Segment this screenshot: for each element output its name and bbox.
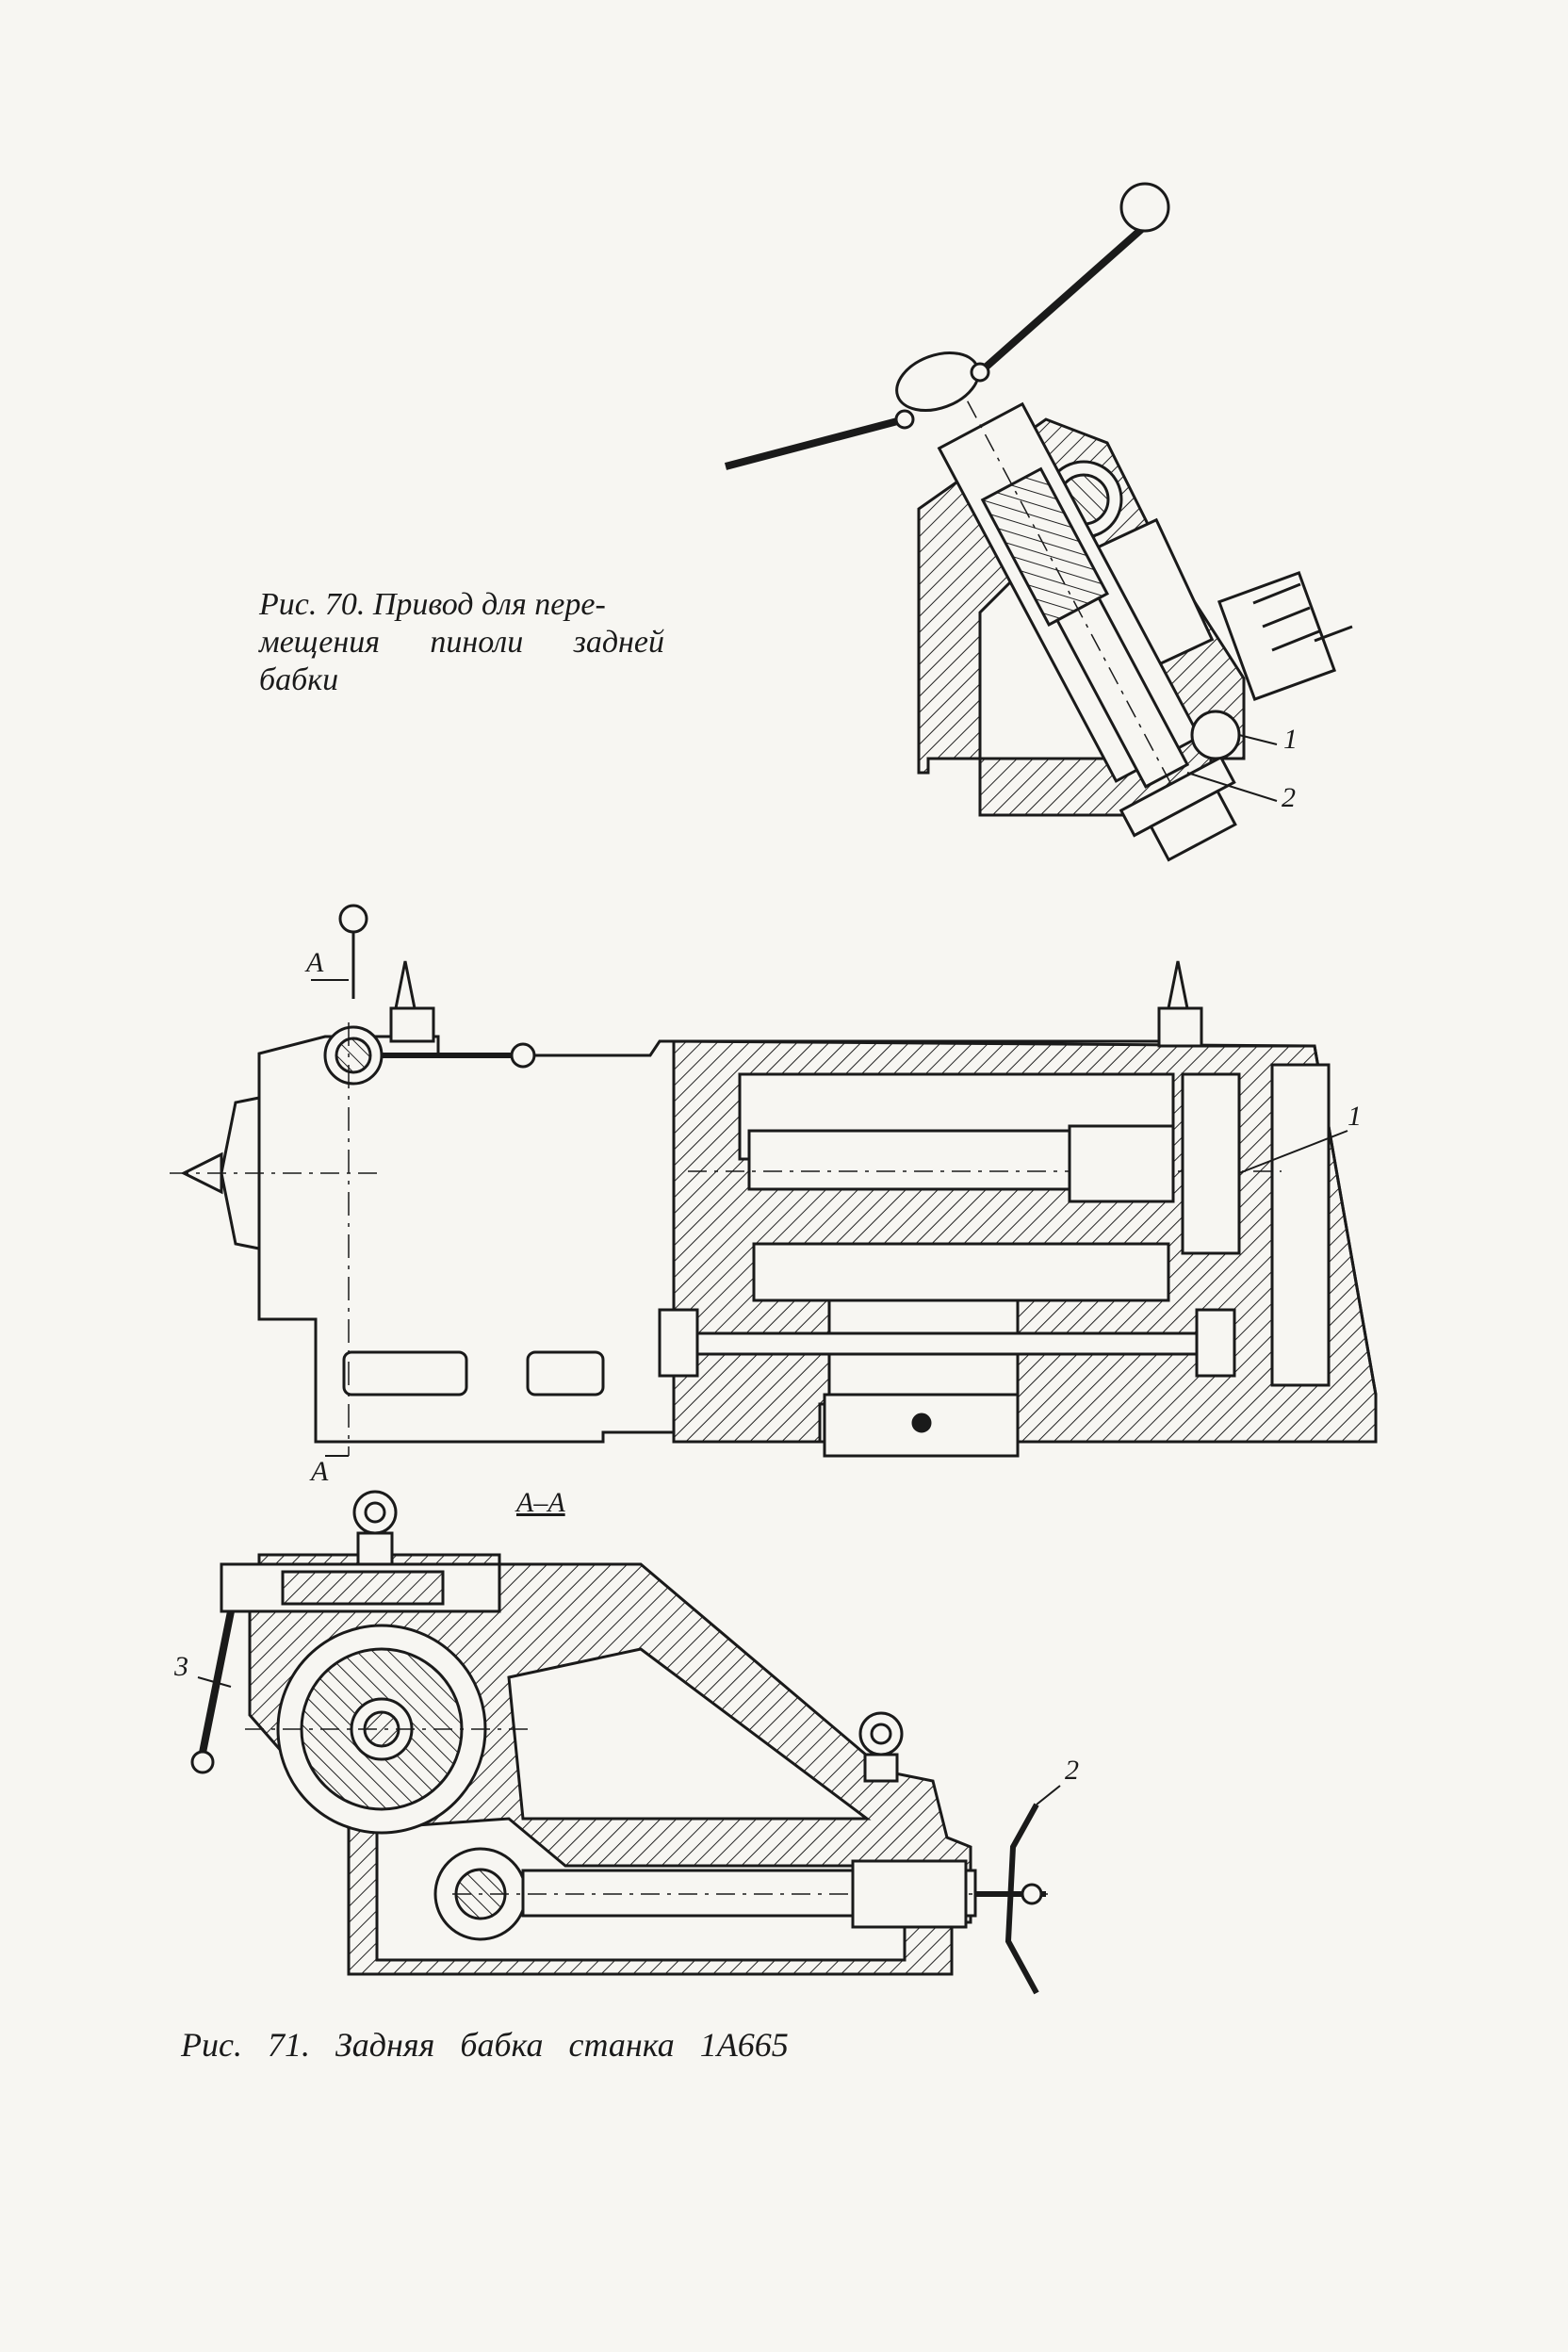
fig71-caption: Рис. 71. Задняя бабка станка 1А665 [181,2026,789,2064]
fig70-caption: Рис. 70. Привод для пере- мещения пиноли… [259,586,664,699]
fig71-section-aa [190,1490,1061,1995]
fig70-caption-word1: мещения [259,625,381,660]
fig71-callout-1: 1 [1348,1101,1362,1132]
section-mark-top: А [306,947,324,978]
fig71-callout-2: 2 [1065,1755,1079,1786]
fig70-drawing [724,182,1353,862]
fig71-callout-3: 3 [174,1651,188,1682]
fig70-caption-line2: мещения пиноли задней [259,624,664,662]
fig70-caption-line1: Рис. 70. Привод для пере- [259,587,606,622]
fig70-callout-1: 1 [1283,724,1298,755]
fig70-caption-word3: задней [573,625,664,660]
fig71-elevation [170,904,1378,1458]
fig70-caption-line3: бабки [259,662,339,697]
section-title: А–А [516,1487,565,1518]
fig70-callout-2: 2 [1282,782,1296,813]
section-mark-bottom: А [311,1456,329,1487]
fig70-caption-word2: пиноли [430,625,524,660]
